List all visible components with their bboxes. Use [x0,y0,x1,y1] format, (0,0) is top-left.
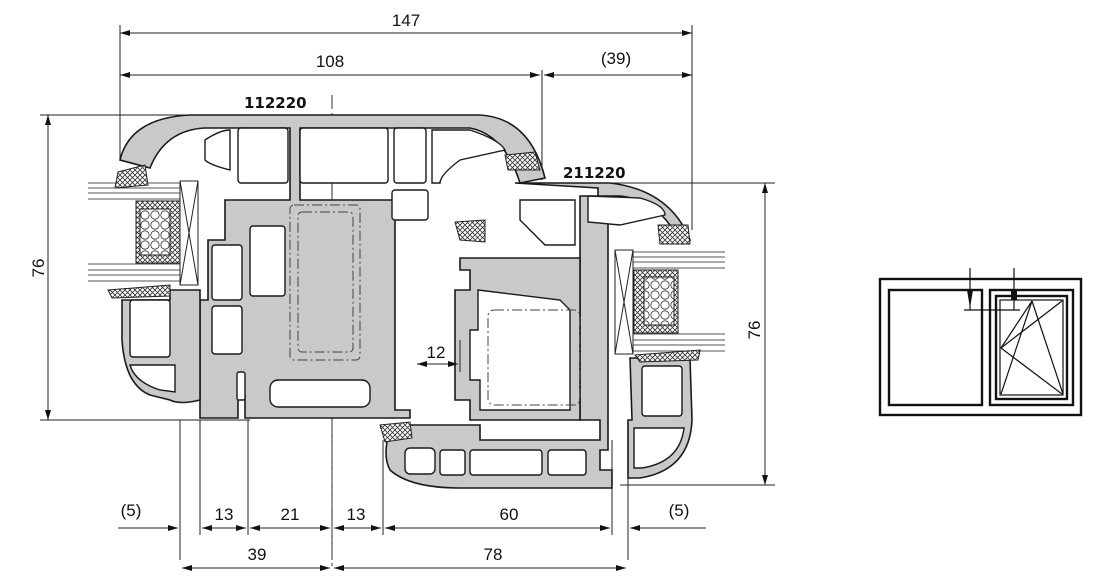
dimension-label: (5) [669,501,690,520]
dimension-label: 39 [248,545,267,564]
outer-frame [878,277,1083,417]
dimension-label: 60 [500,505,519,524]
sash-profile-code: 211220 [563,164,626,182]
dimension-bottom-row2: 39 78 [182,545,626,571]
dimension-top-sash: (39) [544,49,692,78]
dimension-right-height: 76 [745,183,768,485]
fixed-pane [887,288,984,407]
tilt-line [1031,300,1064,395]
turn-line [1000,300,1063,349]
dimension-label: 21 [281,505,300,524]
dimension-label: 13 [215,505,234,524]
dimension-label: 78 [484,545,503,564]
sash-inner [994,294,1069,401]
sash-outer [988,288,1075,407]
dimension-label: 76 [745,321,764,340]
dimension-label: 13 [347,505,366,524]
dimension-top-overall: 147 [120,11,692,36]
tilt-line [1000,300,1033,349]
dimension-label: 108 [316,52,344,71]
dimension-label: 147 [392,11,420,30]
sash-profile [379,182,701,489]
dimension-label: (39) [601,49,631,68]
dimension-label: 12 [427,343,446,362]
glazing-left [88,182,182,282]
turn-line [1000,300,1033,395]
dimension-left-height: 76 [29,115,51,420]
dimension-label: 76 [29,259,48,278]
glazing-block-left [179,180,199,286]
frame-profile-code: 112220 [244,94,307,112]
dimension-label: (5) [121,501,142,520]
dimension-bottom-row1: (5) 13 21 13 60 (5) [118,501,706,531]
turn-line [1000,347,1063,395]
window-elevation-thumbnail [878,268,1083,417]
dimension-inner-gap: 12 [417,340,461,372]
frame-profile [107,114,546,419]
dimension-top-frame: 108 [120,52,540,78]
glazing-right [632,251,725,352]
glazing-block-right [614,249,634,355]
